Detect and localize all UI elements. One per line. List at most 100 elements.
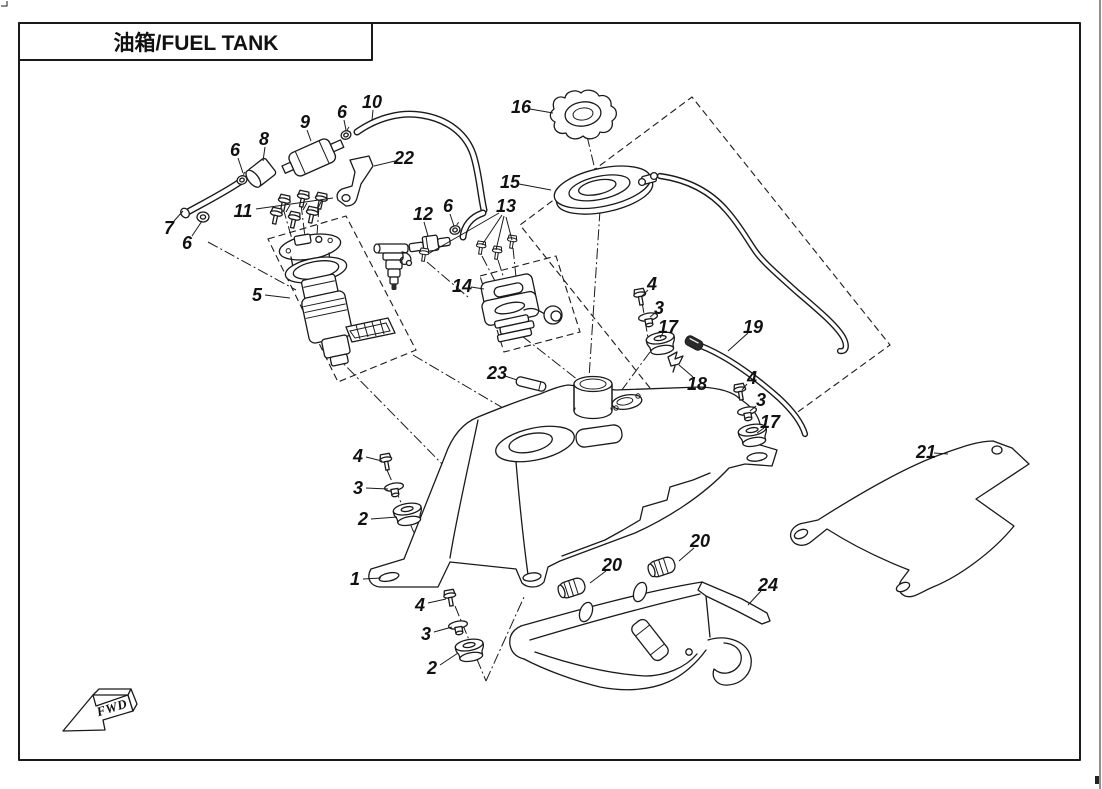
filler-assembly-box: [519, 96, 891, 415]
callout-3: 3: [654, 298, 664, 318]
callout-1: 1: [350, 569, 360, 589]
callout-7: 7: [164, 218, 175, 238]
callout-leader-3: [649, 312, 656, 318]
filler-ring-15: [553, 165, 849, 355]
fwd-arrow-top: [92, 688, 132, 696]
callout-leader-8: [262, 146, 266, 162]
callout-14: 14: [452, 276, 472, 296]
fuel-hose-10: [353, 110, 488, 214]
bolt-4: [378, 452, 395, 472]
injector-12: [373, 209, 487, 290]
callout-4: 4: [746, 368, 757, 388]
callout-leader-6: [191, 220, 203, 237]
callout-11: 11: [234, 201, 253, 221]
page-title: 油箱/FUEL TANK: [114, 31, 279, 55]
washer-3: [383, 480, 406, 499]
callout-leader-2: [439, 652, 459, 666]
fuel-pump-assembly: [267, 189, 396, 367]
callout-leader-15: [518, 183, 552, 191]
sensor-assembly-box: [479, 255, 581, 353]
callout-3: 3: [353, 478, 363, 498]
tank-seam: [561, 472, 711, 557]
callout-20: 20: [689, 531, 710, 551]
title-box: [18, 22, 373, 61]
assembly-boxes: [267, 96, 891, 415]
callout-leader-22: [373, 160, 396, 167]
callout-leader-13: [495, 215, 505, 251]
corner-tick-top-left: [1, 1, 8, 7]
callout-24: 24: [757, 575, 778, 595]
callout-leader-6: [343, 119, 347, 131]
sensor-opening: [611, 393, 643, 411]
fuel-filter-9: [281, 138, 345, 177]
callout-leader-4: [365, 456, 383, 462]
pin-23: [515, 376, 547, 392]
callout-5: 5: [252, 285, 263, 305]
shield-21: [789, 440, 1030, 598]
callout-16: 16: [511, 97, 532, 117]
callout-6: 6: [337, 102, 348, 122]
fuel-filter-line: [180, 110, 488, 223]
callout-2: 2: [357, 509, 368, 529]
callout-leader-6: [449, 213, 455, 227]
callout-leader-5: [264, 294, 291, 299]
callout-6: 6: [443, 196, 454, 216]
washer-3: [447, 618, 470, 637]
callout-leader-19: [727, 332, 749, 352]
diagram-border: [18, 22, 1081, 761]
fuel-sensor-14: [417, 234, 563, 343]
callout-22: 22: [393, 148, 414, 168]
callout-leader-11: [302, 202, 308, 211]
fuel-tank-1: [368, 375, 778, 588]
filler-neck: [573, 375, 613, 420]
callout-18: 18: [687, 374, 707, 394]
callout-leader-17: [659, 332, 664, 339]
spacer-8: [245, 157, 277, 188]
bolt-4: [442, 588, 459, 608]
bracket-24: [509, 581, 771, 691]
tank-mount-hole: [746, 452, 768, 462]
callout-3: 3: [756, 390, 766, 410]
callout-9: 9: [300, 112, 310, 132]
callout-leader-4: [427, 598, 447, 604]
callout-leader-3: [433, 626, 453, 633]
callout-leader-16: [529, 108, 554, 114]
callout-20: 20: [601, 555, 622, 575]
callout-8: 8: [259, 129, 269, 149]
callout-6: 6: [182, 233, 193, 253]
mount-hardware: [378, 287, 809, 665]
callout-17: 17: [760, 412, 781, 432]
hose-end-cap: [180, 207, 190, 219]
callout-2: 2: [426, 658, 437, 678]
grommet-20: [555, 575, 588, 601]
callout-6: 6: [230, 140, 241, 160]
callout-leader-11: [255, 197, 334, 210]
tank-mount-hole: [522, 572, 542, 582]
callout-leader-14: [470, 286, 485, 290]
fwd-arrow: FWD: [62, 688, 138, 732]
callout-leader-10: [371, 109, 374, 121]
tank-mount-hole: [378, 571, 400, 583]
callout-leader-12: [423, 221, 429, 237]
callout-leader-7: [173, 210, 184, 222]
callout-4: 4: [646, 274, 657, 294]
callout-3: 3: [421, 624, 431, 644]
clip-18: [667, 351, 684, 373]
tank-recess: [575, 424, 623, 448]
callout-4: 4: [414, 595, 425, 615]
pump-opening: [495, 425, 575, 463]
callout-leader-3: [365, 487, 389, 490]
callout-10: 10: [362, 92, 382, 112]
callout-4: 4: [352, 446, 363, 466]
callout-leader-4: [741, 383, 748, 391]
clamp-6: [447, 221, 463, 237]
callout-leader-17: [756, 427, 765, 434]
callout-leader-6: [237, 157, 244, 174]
callout-leader-4: [641, 289, 649, 297]
callout-12: 12: [413, 204, 433, 224]
tank-crease: [515, 461, 529, 576]
bracket-22: [336, 155, 374, 207]
